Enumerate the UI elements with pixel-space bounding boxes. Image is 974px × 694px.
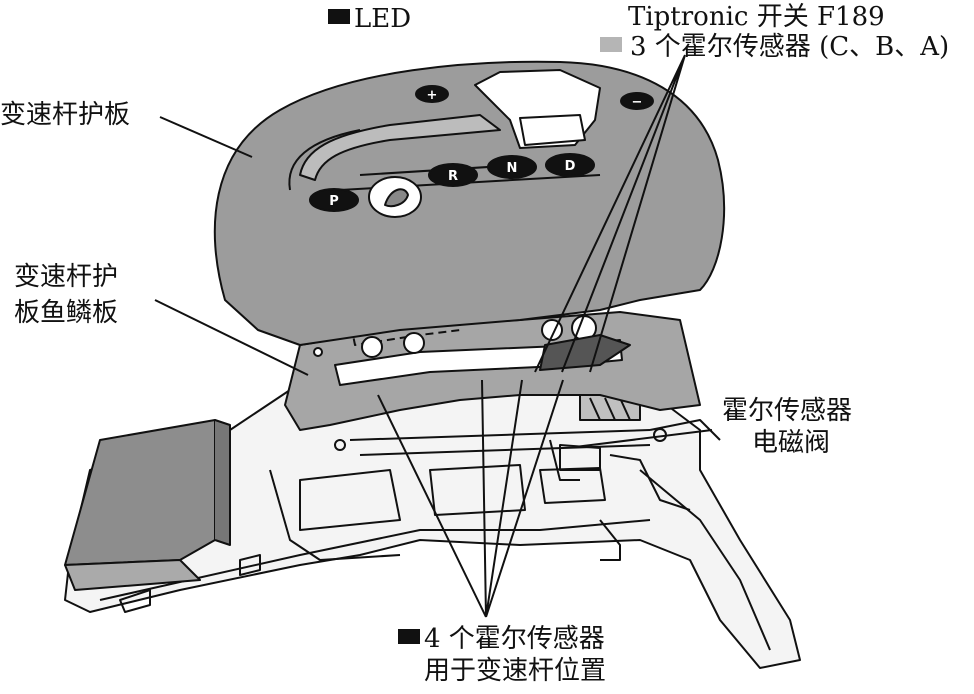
label-hall-sensors-3-text: 3 个霍尔传感器 (C、B、A): [630, 32, 950, 62]
label-cover-scale-plate-1: 变速杆护: [14, 262, 119, 292]
gear-badge-plus: [415, 85, 449, 103]
gear-letter-p: P: [329, 194, 339, 209]
label-tiptronic-switch: Tiptronic 开关 F189: [628, 2, 885, 32]
hall-sensor-4-legend-swatch: [398, 629, 420, 644]
gear-letter-plus: +: [427, 88, 438, 103]
label-led: LED: [328, 4, 411, 34]
gear-badge-n: [487, 155, 537, 179]
label-led-text: LED: [354, 4, 412, 34]
leader-4-sensors: [377, 379, 564, 618]
hall-sensor-3-legend-swatch: [600, 37, 622, 52]
label-hall-sensor: 霍尔传感器: [722, 396, 853, 426]
label-cover-scale-plate-2: 板鱼鳞板: [14, 298, 119, 328]
leader-shift-lever-cover: [159, 116, 253, 158]
gear-letter-minus: −: [632, 95, 643, 110]
label-hall-sensors-4-text: 4 个霍尔传感器: [424, 624, 605, 654]
label-lever-position: 用于变速杆位置: [424, 656, 607, 686]
gear-letter-n: N: [507, 161, 518, 176]
gear-letter-d: D: [565, 159, 576, 174]
leader-tiptronic-3-sensors: [534, 54, 686, 373]
gear-badge-d: [545, 153, 595, 177]
label-hall-sensors-3: 3 个霍尔传感器 (C、B、A): [600, 32, 949, 62]
led-legend-swatch: [328, 9, 350, 24]
label-hall-sensors-4: 4 个霍尔传感器: [398, 624, 605, 654]
gear-badge-p: [309, 188, 359, 212]
gear-badge-r: [428, 163, 478, 187]
side-module-block: [64, 419, 216, 566]
label-solenoid-valve: 电磁阀: [752, 428, 831, 458]
label-shift-lever-cover: 变速杆护板: [0, 100, 131, 130]
gear-letter-r: R: [448, 169, 458, 184]
leader-hall-sensor-solenoid: [574, 429, 713, 448]
gear-badge-minus: [620, 92, 654, 110]
leader-cover-scale-plate: [154, 299, 309, 376]
